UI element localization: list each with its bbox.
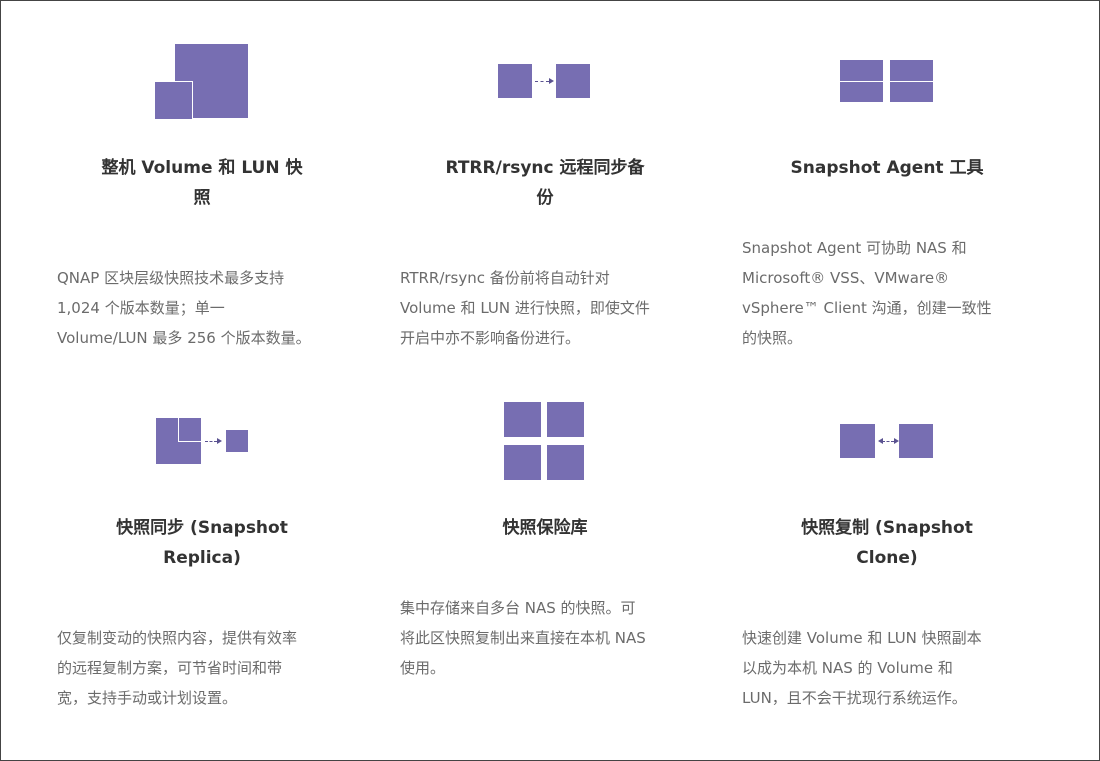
remote-backup-icon — [400, 30, 690, 130]
volume-lun-snapshot-icon — [57, 30, 347, 130]
feature-title: RTRR/rsync 远程同步备份 — [445, 158, 645, 208]
snapshot-clone-icon — [742, 390, 1032, 490]
feature-snapshot-agent: Snapshot Agent 工具 Snapshot Agent 可协助 NAS… — [742, 30, 1032, 353]
feature-snapshot-vault: 快照保险库 集中存储来自多台 NAS 的快照。可将此区快照复制出来直接在本机 N… — [400, 390, 690, 683]
snapshot-agent-icon — [742, 30, 1032, 130]
snapshot-vault-icon — [400, 390, 690, 490]
feature-title: 整机 Volume 和 LUN 快照 — [101, 158, 303, 208]
feature-description: 仅复制变动的快照内容，提供有效率的远程复制方案，可节省时间和带宽，支持手动或计划… — [57, 629, 298, 707]
feature-description: 快速创建 Volume 和 LUN 快照副本以成为本机 NAS 的 Volume… — [742, 629, 982, 707]
feature-title: Snapshot Agent 工具 — [790, 158, 984, 178]
snapshot-replica-icon — [57, 390, 347, 490]
feature-title: 快照保险库 — [502, 518, 588, 538]
